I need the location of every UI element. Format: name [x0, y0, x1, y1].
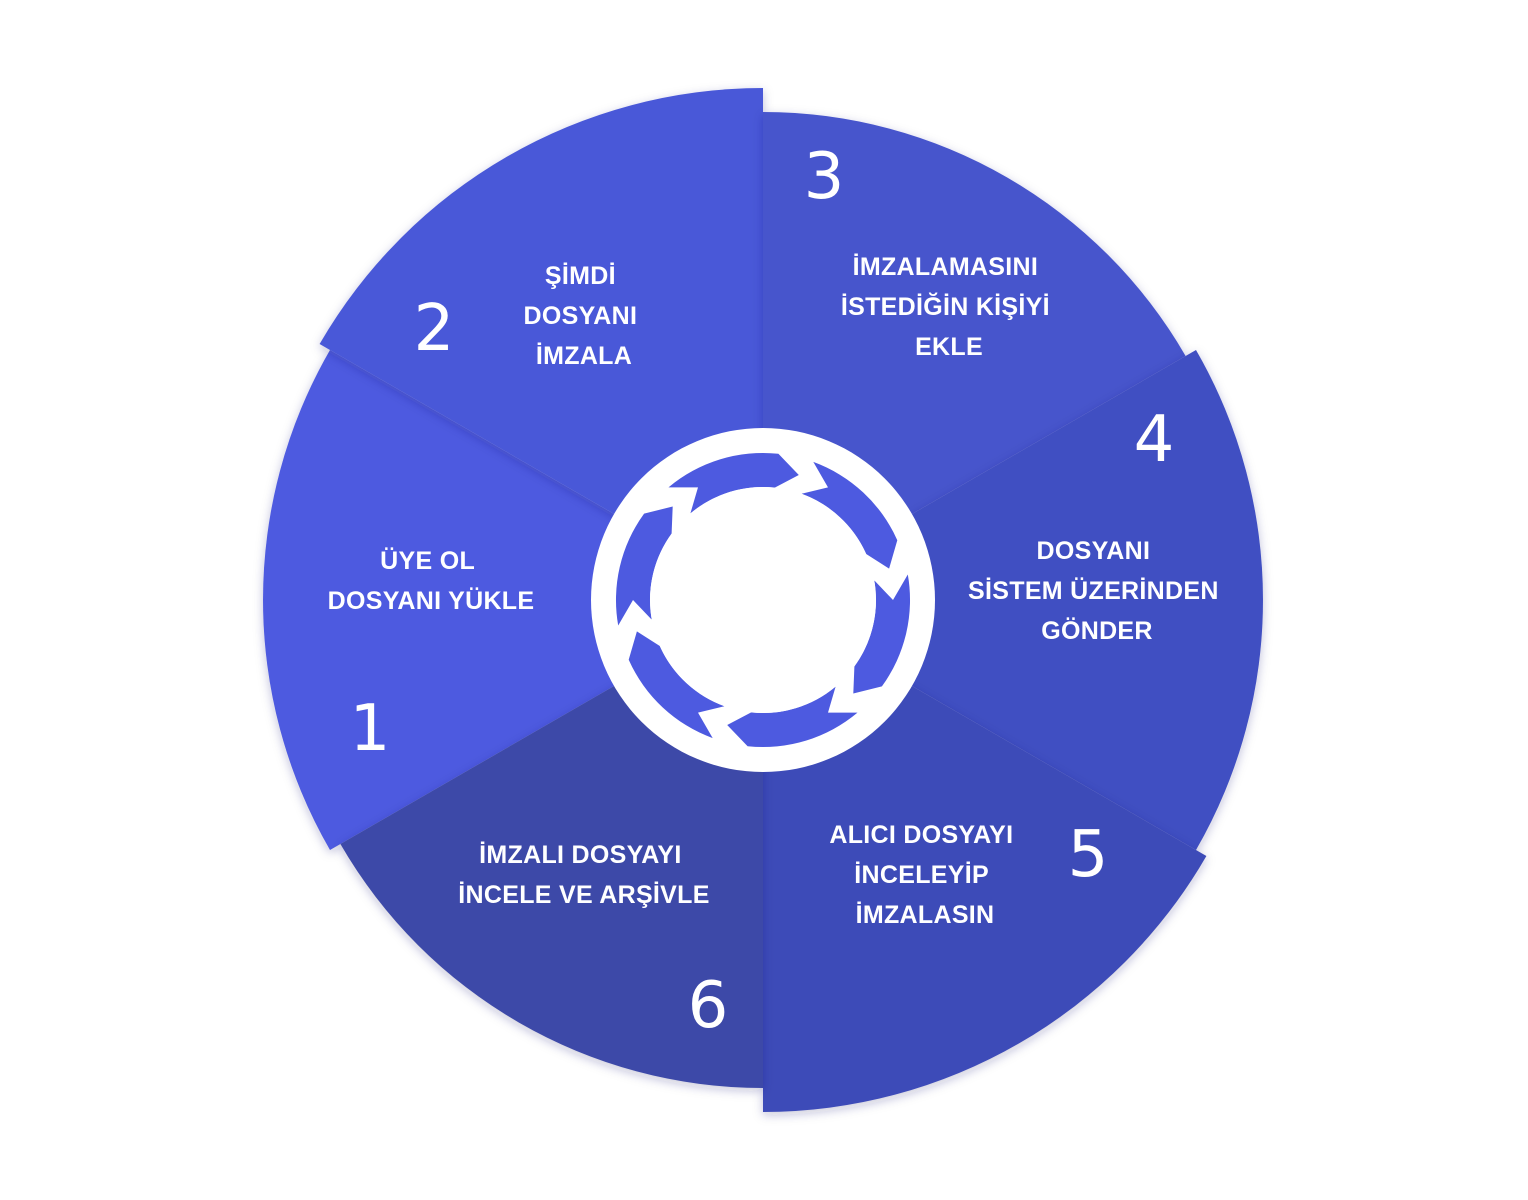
step-label-1-line-1: ÜYE OL [380, 546, 474, 575]
cycle-arrow-3 [727, 686, 858, 748]
step-number-5: 5 [1068, 818, 1109, 892]
step-number-3: 3 [804, 140, 845, 214]
cycle-arrow-4 [628, 631, 725, 739]
step-label-2: ŞİMDİ DOSYANI İMZALA [524, 262, 645, 370]
step-number-2: 2 [414, 292, 455, 366]
step-label-5-line-2: İNCELEYİP [854, 861, 988, 889]
step-label-1-line-2: DOSYANI YÜKLE [328, 586, 535, 615]
step-number-1: 1 [350, 692, 391, 766]
step-number-6: 6 [688, 969, 729, 1043]
cycle-arrow-1 [801, 461, 898, 569]
step-label-5: ALICI DOSYAYI İNCELEYİP İMZALASIN [829, 821, 1020, 929]
cycle-arrows-icon [615, 452, 911, 748]
step-label-3-line-2: İSTEDİĞİN KİŞİYİ [841, 292, 1050, 321]
step-label-2-line-2: DOSYANI [524, 302, 638, 330]
step-label-3-line-3: EKLE [915, 333, 983, 361]
step-label-2-line-3: İMZALA [536, 342, 632, 370]
step-label-2-line-1: ŞİMDİ [545, 262, 616, 290]
step-number-4: 4 [1134, 403, 1175, 477]
segment-4 [763, 350, 1263, 850]
step-label-3: İMZALAMASINI İSTEDİĞİN KİŞİYİ EKLE [841, 253, 1057, 361]
segment-1 [263, 350, 763, 850]
step-label-4-line-1: DOSYANI [1037, 537, 1151, 565]
step-label-6-line-1: İMZALI DOSYAYI [479, 841, 681, 869]
step-label-1: ÜYE OL DOSYANI YÜKLE [328, 546, 535, 615]
step-label-6-line-2: İNCELE VE ARŞİVLE [458, 881, 709, 909]
step-label-4-line-3: GÖNDER [1041, 616, 1153, 645]
step-label-4-line-2: SİSTEM ÜZERİNDEN [968, 576, 1219, 605]
step-label-3-line-1: İMZALAMASINI [853, 253, 1039, 281]
step-label-5-line-3: İMZALASIN [856, 901, 995, 929]
step-label-4: DOSYANI SİSTEM ÜZERİNDEN GÖNDER [968, 537, 1226, 645]
step-label-6: İMZALI DOSYAYI İNCELE VE ARŞİVLE [458, 841, 709, 909]
center-disc [650, 487, 876, 713]
cycle-arrow-6 [668, 452, 799, 514]
cycle-arrow-5 [615, 506, 673, 626]
step-label-5-line-1: ALICI DOSYAYI [829, 821, 1013, 849]
cycle-arrow-2 [853, 574, 911, 694]
